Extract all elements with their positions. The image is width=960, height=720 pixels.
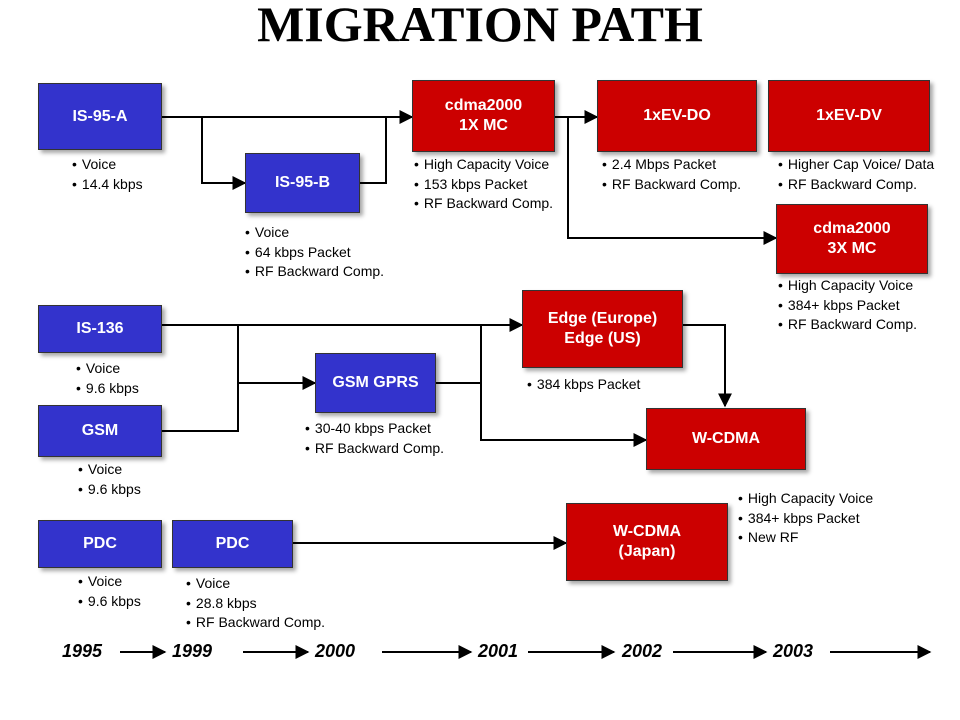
note-item: 2.4 Mbps Packet bbox=[602, 155, 741, 175]
note-item: 64 kbps Packet bbox=[245, 243, 384, 263]
timeline-year-2001: 2001 bbox=[478, 641, 519, 661]
connector-gprs-edge bbox=[436, 325, 482, 384]
connector-edge-wcdma bbox=[683, 324, 732, 408]
note-item: Voice bbox=[186, 574, 325, 594]
node-label-line2: 1X MC bbox=[459, 117, 508, 134]
note-item: Voice bbox=[245, 223, 384, 243]
note-item: RF Backward Comp. bbox=[245, 262, 384, 282]
notes-gsm-gprs: 30-40 kbps Packet RF Backward Comp. bbox=[305, 419, 444, 458]
node-label-line1: cdma2000 bbox=[813, 220, 891, 237]
node-is-95-b: IS-95-B bbox=[245, 153, 360, 213]
node-label: 1xEV-DO bbox=[643, 107, 711, 124]
connector-gsm-gprs bbox=[162, 376, 317, 432]
note-item: 384+ kbps Packet bbox=[778, 296, 917, 316]
node-label-line1: Edge (Europe) bbox=[547, 310, 658, 327]
timeline-year-2002: 2002 bbox=[622, 641, 663, 661]
note-item: Voice bbox=[72, 155, 143, 175]
timeline-year-2000: 2000 bbox=[315, 641, 356, 661]
note-item: Voice bbox=[78, 572, 141, 592]
note-item: 30-40 kbps Packet bbox=[305, 419, 444, 439]
node-label-line2: (Japan) bbox=[618, 543, 676, 560]
node-label: GSM bbox=[81, 422, 119, 439]
note-item: 9.6 kbps bbox=[78, 480, 141, 500]
note-item: High Capacity Voice bbox=[778, 276, 917, 296]
node-label: IS-95-B bbox=[274, 174, 331, 191]
notes-1xev-do: 2.4 Mbps Packet RF Backward Comp. bbox=[602, 155, 741, 194]
node-label: PDC bbox=[215, 535, 250, 552]
node-is-95-a: IS-95-A bbox=[38, 83, 162, 150]
node-w-cdma-japan: W-CDMA (Japan) bbox=[566, 503, 728, 581]
connector-1x-3x bbox=[567, 117, 778, 245]
node-1xev-do: 1xEV-DO bbox=[597, 80, 757, 152]
notes-is-95-b: Voice 64 kbps Packet RF Backward Comp. bbox=[245, 223, 384, 282]
note-item: RF Backward Comp. bbox=[778, 315, 917, 335]
note-item: RF Backward Comp. bbox=[186, 613, 325, 633]
note-item: 28.8 kbps bbox=[186, 594, 325, 614]
node-pdc-2: PDC bbox=[172, 520, 293, 568]
node-pdc-1: PDC bbox=[38, 520, 162, 568]
notes-cdma2000-1x-mc: High Capacity Voice 153 kbps Packet RF B… bbox=[414, 155, 553, 214]
note-item: 384 kbps Packet bbox=[527, 375, 641, 395]
note-item: High Capacity Voice bbox=[414, 155, 553, 175]
node-label-line1: cdma2000 bbox=[444, 97, 523, 114]
timeline-year-1995: 1995 bbox=[62, 641, 103, 661]
note-item: 9.6 kbps bbox=[78, 592, 141, 612]
notes-pdc-2: Voice 28.8 kbps RF Backward Comp. bbox=[186, 574, 325, 633]
connector-is95b-cdma2000-1x bbox=[360, 117, 387, 184]
node-1xev-dv: 1xEV-DV bbox=[768, 80, 930, 152]
node-label: GSM GPRS bbox=[332, 374, 419, 391]
note-item: RF Backward Comp. bbox=[602, 175, 741, 195]
node-label: PDC bbox=[83, 535, 117, 552]
node-label: IS-95-A bbox=[72, 107, 128, 125]
node-edge: Edge (Europe) Edge (US) bbox=[522, 290, 683, 368]
note-item: 384+ kbps Packet bbox=[738, 509, 873, 529]
note-item: RF Backward Comp. bbox=[414, 194, 553, 214]
note-item: 9.6 kbps bbox=[76, 379, 139, 399]
node-label: W-CDMA bbox=[691, 430, 761, 447]
note-item: High Capacity Voice bbox=[738, 489, 873, 509]
notes-1xev-dv: Higher Cap Voice/ Data RF Backward Comp. bbox=[778, 155, 934, 194]
node-label-line2: Edge (US) bbox=[564, 330, 641, 347]
node-gsm-gprs: GSM GPRS bbox=[315, 353, 436, 413]
node-cdma2000-1x-mc: cdma2000 1X MC bbox=[412, 80, 555, 152]
node-label: IS-136 bbox=[76, 320, 124, 337]
node-gsm: GSM bbox=[38, 405, 162, 457]
node-w-cdma: W-CDMA bbox=[646, 408, 806, 470]
notes-gsm: Voice 9.6 kbps bbox=[78, 460, 141, 499]
node-cdma2000-3x-mc: cdma2000 3X MC bbox=[776, 204, 928, 274]
node-label-line2: 3X MC bbox=[827, 240, 877, 257]
note-item: Voice bbox=[76, 359, 139, 379]
note-item: RF Backward Comp. bbox=[305, 439, 444, 459]
note-item: Voice bbox=[78, 460, 141, 480]
note-item: 14.4 kbps bbox=[72, 175, 143, 195]
timeline-year-1999: 1999 bbox=[172, 641, 213, 661]
notes-cdma2000-3x-mc: High Capacity Voice 384+ kbps Packet RF … bbox=[778, 276, 917, 335]
notes-w-cdma: High Capacity Voice 384+ kbps Packet New… bbox=[738, 489, 873, 548]
notes-is-95-a: Voice 14.4 kbps bbox=[72, 155, 143, 194]
connector-gprs-wcdma bbox=[480, 383, 648, 447]
note-item: 153 kbps Packet bbox=[414, 175, 553, 195]
node-label: 1xEV-DV bbox=[816, 107, 882, 124]
notes-is-136: Voice 9.6 kbps bbox=[76, 359, 139, 398]
node-is-136: IS-136 bbox=[38, 305, 162, 353]
page-title: MIGRATION PATH bbox=[257, 0, 703, 52]
timeline-year-2003: 2003 bbox=[773, 641, 814, 661]
note-item: RF Backward Comp. bbox=[778, 175, 934, 195]
notes-edge: 384 kbps Packet bbox=[527, 375, 641, 395]
note-item: New RF bbox=[738, 528, 873, 548]
connector-is95a-is95b bbox=[201, 117, 247, 190]
note-item: Higher Cap Voice/ Data bbox=[778, 155, 934, 175]
node-label-line1: W-CDMA bbox=[612, 523, 682, 540]
notes-pdc-1: Voice 9.6 kbps bbox=[78, 572, 141, 611]
